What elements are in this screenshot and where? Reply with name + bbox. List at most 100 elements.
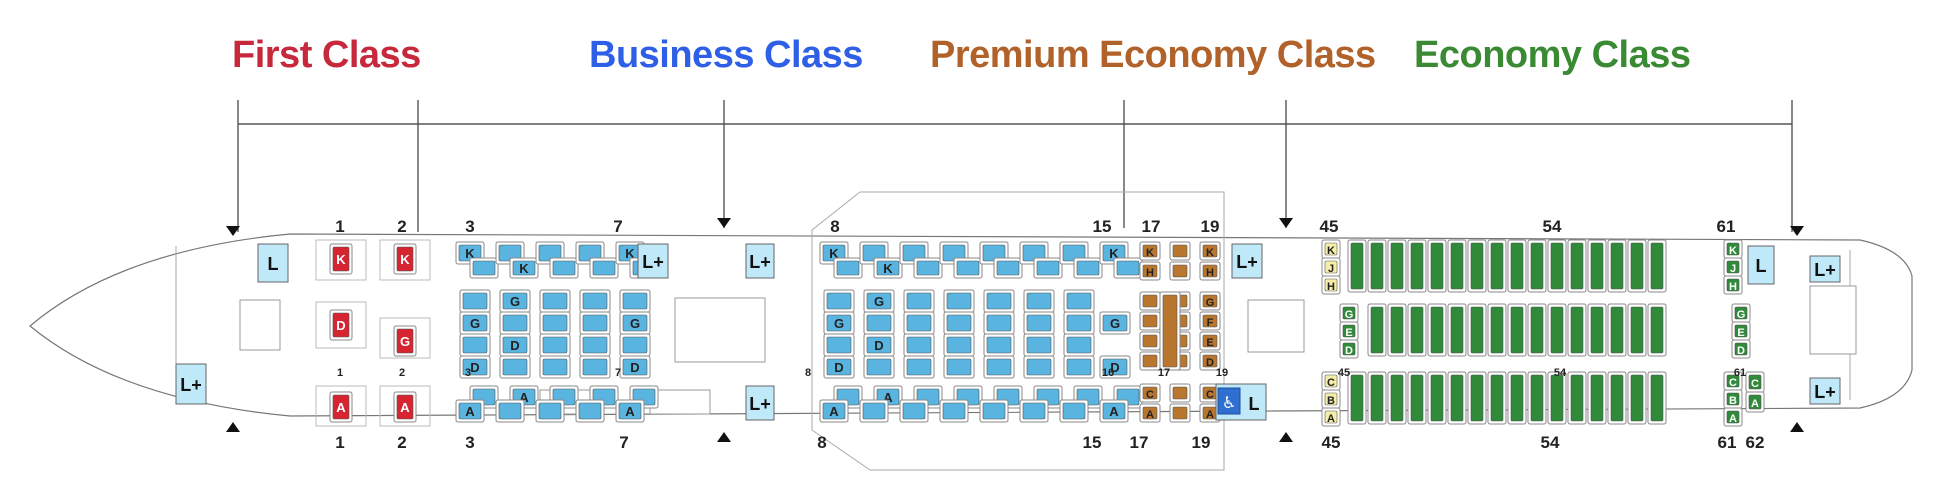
business-seat-d: [823, 333, 855, 357]
economy-seat-row45-letter: E: [1345, 327, 1352, 339]
premium-seat-d-letter: D: [1206, 357, 1214, 369]
economy-seat-row45-cushion: [1324, 410, 1338, 424]
row-number-bottom: 7: [619, 433, 628, 452]
economy-seat-column: [1367, 239, 1387, 293]
lavatory: L: [257, 243, 289, 283]
accessible-lavatory-box: [1809, 255, 1841, 283]
economy-seat-column-cushion: [1490, 306, 1504, 354]
economy-seat-row61-cushion: [1734, 342, 1748, 356]
lavatory-symbol: L: [268, 254, 279, 274]
business-seat-g-cushion: [986, 292, 1012, 310]
row-number-middle: 7: [615, 367, 621, 379]
business-seat-a2-cushion: [822, 402, 846, 420]
economy-seat-row45-letter: K: [1327, 245, 1335, 257]
economy-seat-row45-letter: J: [1328, 263, 1334, 275]
business-seat-d: [459, 333, 491, 357]
business-seat-g2-cushion: [906, 314, 932, 332]
row-number-top: 2: [397, 217, 406, 236]
business-seat-d-cushion: [826, 336, 852, 354]
economy-seat-row61-cushion: [1734, 324, 1748, 338]
door-arrow-bottom: [717, 432, 731, 442]
economy-seat-column: [1487, 239, 1507, 293]
first-seat: D: [329, 309, 353, 341]
economy-seat-column: [1587, 303, 1607, 357]
business-seat-g-cushion: [622, 292, 648, 310]
economy-seat-row45-cushion: [1324, 374, 1338, 388]
economy-seat-row45: K: [1321, 239, 1341, 259]
business-seat-g: [983, 289, 1015, 313]
economy-seat-column-cushion: [1430, 242, 1444, 290]
economy-seat-column-cushion: [1530, 374, 1544, 422]
business-seat-k2-letter: K: [519, 261, 529, 276]
economy-seat-column-cushion: [1650, 374, 1664, 422]
accessible-lavatory-box: [1809, 377, 1841, 405]
lavatory-box: [257, 243, 289, 283]
economy-seat-column-cushion: [1490, 242, 1504, 290]
business-seat-a2-cushion: [1102, 402, 1126, 420]
wheelchair-icon-bg: [1217, 387, 1241, 415]
row-number-middle: 19: [1216, 367, 1228, 379]
business-seat-g2: G: [823, 311, 855, 335]
galley-block: [674, 297, 766, 363]
business-seat-d-cushion: [946, 336, 972, 354]
premium-seat-a: A: [1139, 403, 1161, 423]
economy-seat-row45-cushion: [1324, 242, 1338, 256]
economy-seat-row61: D: [1731, 339, 1751, 359]
premium-seat-f: [1139, 311, 1161, 331]
business-seat-k2-cushion: [996, 260, 1020, 276]
business-seat-k2: [1113, 257, 1143, 279]
business-seat-k2-cushion: [1076, 260, 1100, 276]
business-seat-a-letter: A: [883, 390, 893, 405]
business-seat-g2-cushion: [1066, 314, 1092, 332]
business-seat-g2: [499, 311, 531, 335]
business-seat-a2: [939, 399, 969, 423]
premium-seat-k-letter: K: [1206, 247, 1214, 259]
premium-seat-c-cushion: [1142, 386, 1158, 400]
business-seat-k2-cushion: [876, 260, 900, 276]
economy-seat-column-cushion: [1370, 374, 1384, 422]
economy-seat-column-cushion: [1390, 374, 1404, 422]
first-seat-cushion: [396, 394, 414, 420]
economy-seat-column: [1347, 239, 1367, 293]
premium-seat-d-cushion: [1142, 354, 1158, 368]
business-seat-k2: [469, 257, 499, 279]
row-number-bottom: 54: [1541, 433, 1560, 452]
economy-seat-row45-letter: D: [1345, 345, 1353, 357]
business-seat-d2: [943, 355, 975, 379]
door-arrow-bottom: [1279, 432, 1293, 442]
economy-seat-row45-letter: C: [1327, 377, 1335, 389]
economy-seat-row45-letter: G: [1345, 309, 1354, 321]
premium-seat-h-cushion: [1202, 264, 1218, 278]
economy-seat-column: [1507, 371, 1527, 425]
economy-seat-row61-cushion: [1726, 392, 1740, 406]
economy-seat-row61-letter: B: [1729, 395, 1737, 407]
row-number-bottom: 2: [397, 433, 406, 452]
first-seat: G: [393, 325, 417, 357]
business-seat-d2-cushion: [906, 358, 932, 376]
economy-seat-column: [1387, 371, 1407, 425]
economy-seat-column-cushion: [1590, 242, 1604, 290]
first-seat-letter: D: [336, 318, 345, 333]
business-seat-g2-cushion: [462, 314, 488, 332]
business-seat-g-cushion: [946, 292, 972, 310]
economy-seat-column: [1587, 371, 1607, 425]
row-number-top: 1: [335, 217, 344, 236]
business-seat-d2-cushion: [542, 358, 568, 376]
business-seat-a2: A: [615, 399, 645, 423]
economy-seat-column: [1447, 239, 1467, 293]
business-seat-g-cushion: [502, 292, 528, 310]
business-seat-k2: [1073, 257, 1103, 279]
business-seat-g2-cushion: [866, 314, 892, 332]
business-seat-g2: [943, 311, 975, 335]
economy-seat-row45: D: [1339, 339, 1359, 359]
economy-seat-column: [1447, 371, 1467, 425]
accessible-lavatory: L+: [745, 243, 775, 279]
business-seat-a-letter: A: [519, 390, 529, 405]
economy-seat-column-cushion: [1410, 242, 1424, 290]
premium-seat-g: [1139, 291, 1161, 311]
business-seat-k-letter: K: [625, 246, 635, 261]
premium-seat-d: D: [1199, 351, 1221, 371]
economy-seat-column-cushion: [1430, 374, 1444, 422]
economy-seat-column: [1567, 371, 1587, 425]
wing-outline: [811, 191, 1225, 471]
